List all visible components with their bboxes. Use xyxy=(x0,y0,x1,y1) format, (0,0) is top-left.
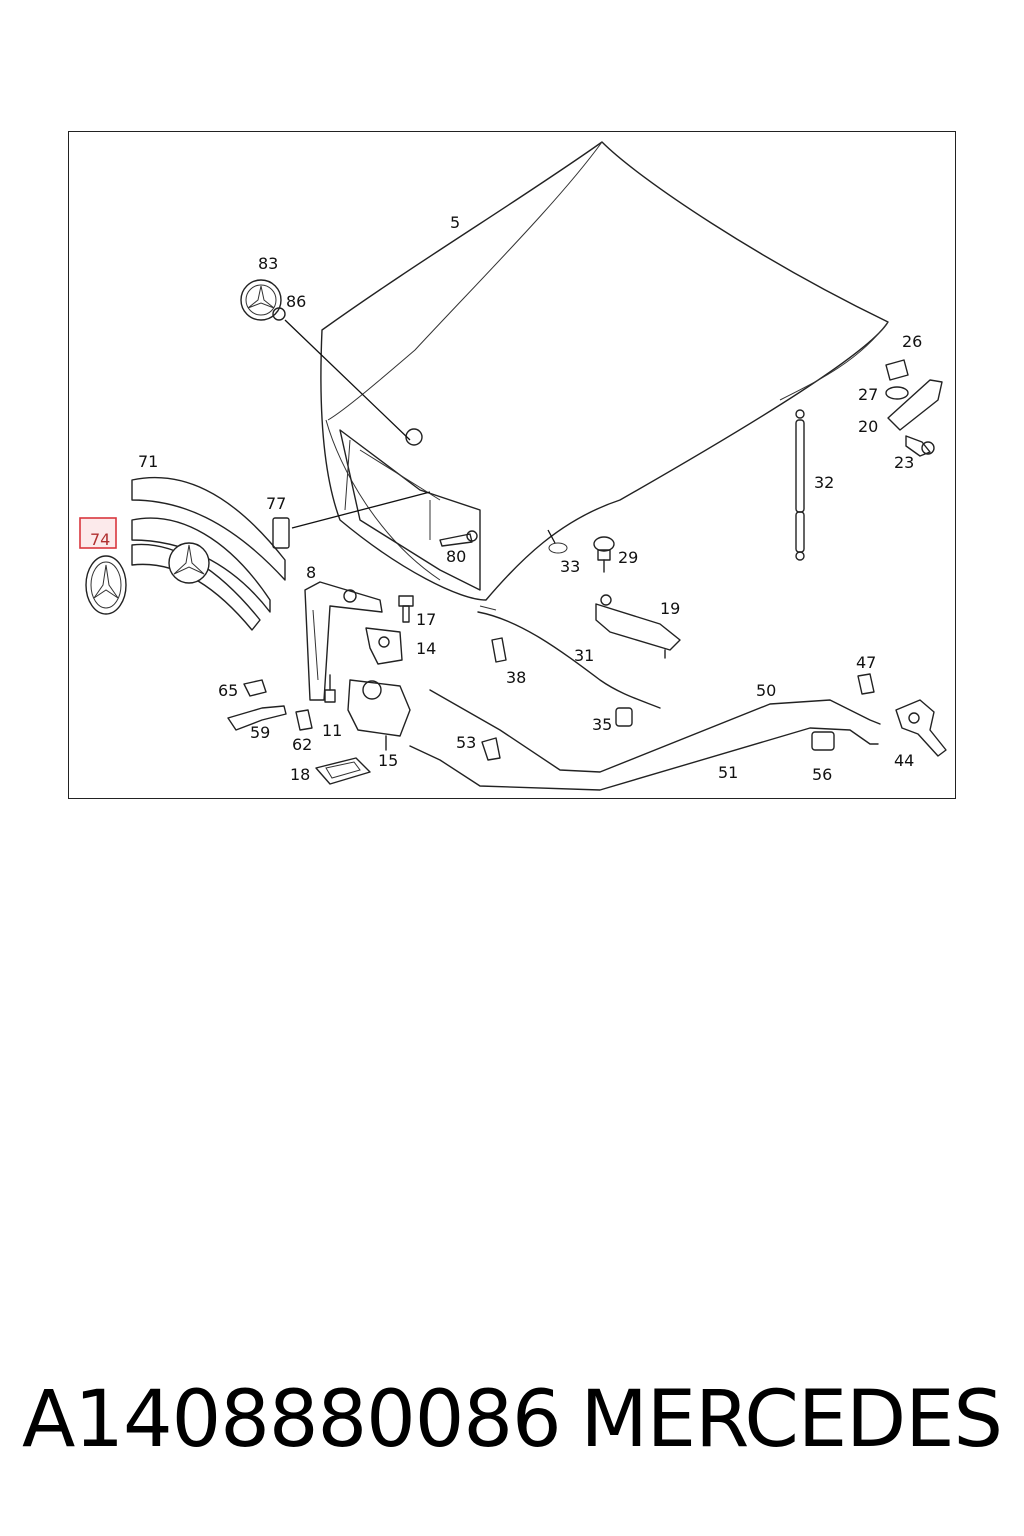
callout-50: 50 xyxy=(756,681,776,700)
cable-holder-part[interactable] xyxy=(491,637,507,663)
handle-bezel-part[interactable] xyxy=(315,757,371,785)
callout-32: 32 xyxy=(814,473,834,492)
callout-86: 86 xyxy=(286,292,306,311)
hood-part[interactable] xyxy=(320,141,889,601)
highlight-box xyxy=(79,517,117,549)
callout-56: 56 xyxy=(812,765,832,784)
hood-lock-part[interactable] xyxy=(347,679,411,751)
callout-27: 27 xyxy=(858,385,878,404)
latch-part[interactable] xyxy=(365,627,403,665)
bolt-part[interactable] xyxy=(398,595,414,623)
gas-strut-part[interactable] xyxy=(795,409,805,561)
callout-17: 17 xyxy=(416,610,436,629)
callout-5: 5 xyxy=(450,213,460,232)
callout-71: 71 xyxy=(138,452,158,471)
latch-housing-part[interactable] xyxy=(595,594,681,659)
callout-47: 47 xyxy=(856,653,876,672)
part-number: A1408880086 xyxy=(22,1375,562,1465)
callout-62: 62 xyxy=(292,735,312,754)
loose-star-emblem-part[interactable] xyxy=(85,555,127,615)
callout-15: 15 xyxy=(378,751,398,770)
brand-name: MERCEDES xyxy=(580,1375,1003,1465)
clip-53-part[interactable] xyxy=(481,737,501,761)
star-badge-part[interactable] xyxy=(240,279,282,321)
callout-65: 65 xyxy=(218,681,238,700)
bump-stop-part[interactable] xyxy=(593,536,615,573)
callout-29: 29 xyxy=(618,548,638,567)
callout-11: 11 xyxy=(322,721,342,740)
grommet-35-part[interactable] xyxy=(615,707,633,727)
callout-31: 31 xyxy=(574,646,594,665)
cable-block-part[interactable] xyxy=(811,731,835,751)
caption-bar: A1408880086 MERCEDES xyxy=(0,1370,1024,1470)
cable-clip-part[interactable] xyxy=(295,709,313,731)
latch-bracket-part[interactable] xyxy=(304,581,383,701)
callout-18: 18 xyxy=(290,765,310,784)
screw-part[interactable] xyxy=(439,530,478,547)
callout-14: 14 xyxy=(416,639,436,658)
callout-53: 53 xyxy=(456,733,476,752)
callout-59: 59 xyxy=(250,723,270,742)
callout-44: 44 xyxy=(894,751,914,770)
small-clip-part[interactable] xyxy=(243,679,267,697)
ring-part[interactable] xyxy=(547,529,568,554)
release-handle-part[interactable] xyxy=(895,699,947,757)
diagram-frame xyxy=(68,131,956,799)
callout-26: 26 xyxy=(902,332,922,351)
screw-11-part[interactable] xyxy=(324,674,336,703)
callout-33: 33 xyxy=(560,557,580,576)
callout-38: 38 xyxy=(506,668,526,687)
callout-51: 51 xyxy=(718,763,738,782)
release-lever-part[interactable] xyxy=(227,705,287,731)
clip-part[interactable] xyxy=(272,491,431,549)
cable-51-part[interactable] xyxy=(409,727,879,791)
callout-8: 8 xyxy=(306,563,316,582)
callout-77: 77 xyxy=(266,494,286,513)
callout-74-highlighted: 74 xyxy=(90,530,110,549)
callout-35: 35 xyxy=(592,715,612,734)
hinge-assembly-part[interactable] xyxy=(885,359,943,457)
release-cable-31-part[interactable] xyxy=(477,605,661,709)
cable-50-part[interactable] xyxy=(429,689,881,773)
callout-23: 23 xyxy=(894,453,914,472)
callout-20: 20 xyxy=(858,417,878,436)
callout-19: 19 xyxy=(660,599,680,618)
callout-80: 80 xyxy=(446,547,466,566)
grille-part[interactable] xyxy=(131,476,286,631)
callout-83: 83 xyxy=(258,254,278,273)
nut-47-part[interactable] xyxy=(857,673,875,695)
callout-labels: 5 83 86 26 27 20 23 71 77 80 33 29 32 8 … xyxy=(90,213,922,784)
grommet-part[interactable] xyxy=(272,307,411,441)
